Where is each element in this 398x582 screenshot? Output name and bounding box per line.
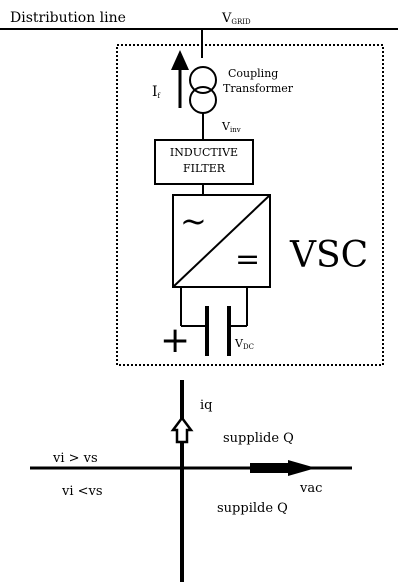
converter-diagonal [172,194,271,288]
upper-right-label: supplide Q [223,431,294,446]
upper-left-label: vi > vs [53,451,98,466]
transformer-label-line1: Coupling [228,67,279,80]
filter-label-line1: INDUCTIVE [169,146,239,159]
vac-arrow-icon [250,460,316,476]
transformer-secondary-coil [189,86,217,114]
vsc-label: VSC [290,235,369,276]
iq-label: iq [200,398,213,413]
lower-right-label: suppilde Q [217,501,288,516]
filter-label-line2: FILTER [182,162,226,175]
iq-arrow-icon [170,415,194,444]
current-arrow-head [171,50,189,70]
dotted-system-boundary [116,44,384,366]
distribution-line-label: Distribution line [10,10,126,26]
vgrid-label: VGRID [222,11,251,26]
ac-symbol: ~ [180,202,207,240]
lower-left-label: vi <vs [62,484,103,499]
dc-symbol: = [235,242,261,277]
inductive-filter-box [154,139,254,185]
transformer-label-line2: Transformer [223,82,294,95]
vac-label: vac [300,481,323,496]
current-label: If [152,84,161,100]
vdc-label: VDC [235,337,254,351]
plus-sign: + [160,320,191,361]
transformer-primary-coil [189,66,217,94]
vinv-label: Vinv [222,120,241,134]
